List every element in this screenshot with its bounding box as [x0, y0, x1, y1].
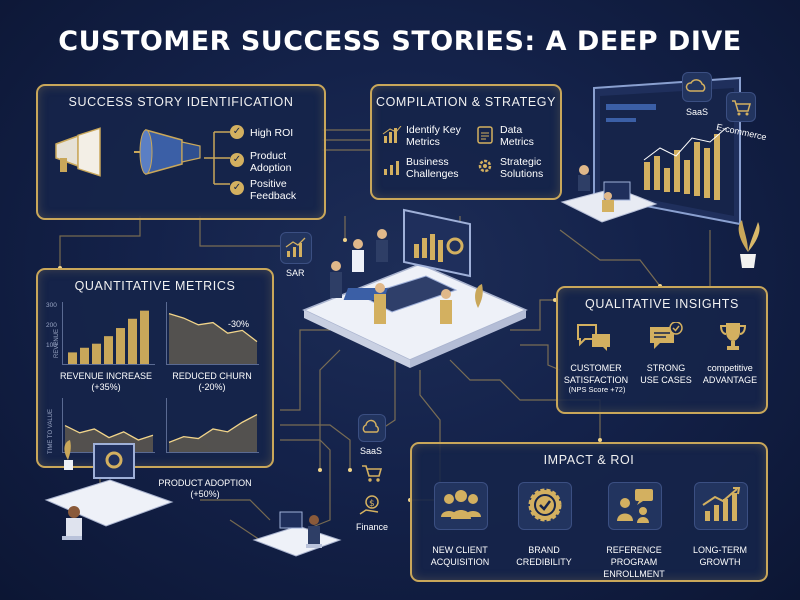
impact-tile-reference — [608, 482, 662, 530]
churn-annotation: -30% — [228, 319, 250, 329]
cloud-icon — [685, 79, 706, 92]
qual-nps-score: (NPS Score +72) — [568, 385, 626, 394]
identification-title: SUCCESS STORY IDENTIFICATION — [68, 95, 294, 109]
desk-worker-illustration — [44, 440, 174, 540]
megaphone-icon — [55, 127, 101, 177]
sar-label: SAR — [286, 268, 305, 278]
impact-tile-growth — [694, 482, 748, 530]
area-fill — [169, 414, 257, 452]
compilation-panel: COMPILATION & STRATEGY Identify Key Metr… — [370, 84, 562, 200]
svg-text:$: $ — [369, 499, 375, 509]
qual-strong-use-cases: STRONG USE CASES — [640, 363, 692, 385]
impact-panel: IMPACT & ROI NEW CLIENT ACQUISITION BRAN… — [410, 442, 768, 582]
series-line — [168, 312, 258, 343]
bar — [68, 352, 77, 364]
industry-saas-tile — [358, 414, 386, 442]
industry-finance-label: Finance — [356, 522, 389, 532]
money-hand-icon: $ — [359, 495, 379, 515]
impact-new-client: NEW CLIENT ACQUISITION — [430, 545, 490, 567]
product-adoption-label: PRODUCT ADOPTION — [158, 478, 252, 488]
qualitative-title: QUALITATIVE INSIGHTS — [585, 297, 739, 311]
churn-chart — [166, 302, 259, 365]
desk-worker-illustration — [560, 165, 658, 223]
churn-sub: (-20%) — [198, 382, 226, 392]
industry-saas-label: SaaS — [360, 446, 383, 456]
comp-item-key-metrics: Identify Key Metrics — [406, 124, 461, 148]
quantitative-panel: QUANTITATIVE METRICS 300 200 100 REVENUE… — [36, 268, 274, 468]
area-fill — [169, 313, 257, 364]
qual-customer-satisfaction: CUSTOMER SATISFACTION — [563, 363, 629, 385]
check-icon: ✓ — [230, 125, 244, 139]
bar — [80, 347, 89, 364]
trend-chart-icon — [384, 161, 399, 175]
adoption-area — [168, 413, 258, 452]
id-item-product-adoption: Product Adoption — [250, 150, 292, 174]
check-icon: ✓ — [230, 153, 244, 167]
churn-area — [168, 312, 258, 364]
saas-cloud-tile — [682, 72, 712, 102]
speech-bubbles-icon — [577, 324, 610, 351]
adoption-chart — [166, 398, 259, 453]
impact-tile-brand — [518, 482, 572, 530]
trophy-icon — [719, 323, 747, 350]
qual-competitive-advantage: competitive ADVANTAGE — [702, 363, 758, 385]
sar-tile — [280, 232, 312, 264]
comp-item-business-challenges: Business Challenges — [406, 156, 459, 180]
revenue-tick-200: 200 — [46, 322, 57, 329]
impact-brand-credibility: BRAND CREDIBILITY — [516, 545, 572, 567]
comp-item-strategic-solutions: Strategic Solutions — [500, 156, 544, 180]
people-icon — [441, 490, 481, 519]
revenue-label: REVENUE INCREASE — [59, 371, 153, 381]
compilation-title: COMPILATION & STRATEGY — [375, 95, 557, 109]
page-title: CUSTOMER SUCCESS STORIES: A DEEP DIVE — [58, 26, 742, 57]
series-line — [64, 425, 154, 441]
branch-lines — [204, 131, 230, 185]
impact-reference-program: REFERENCE PROGRAM ENROLLMENT — [603, 545, 665, 579]
id-item-high-roi: High ROI — [250, 127, 294, 139]
revenue-bars — [68, 310, 149, 364]
impact-tile-new-client — [434, 482, 488, 530]
clipboard-icon — [477, 126, 493, 144]
plant-icon — [738, 220, 760, 268]
bar — [116, 328, 125, 364]
bar — [104, 336, 113, 364]
revenue-tick-100: 100 — [46, 342, 57, 349]
cart-icon — [732, 100, 751, 116]
comp-item-data-metrics: Data Metrics — [500, 124, 534, 148]
revenue-chart — [62, 302, 155, 365]
impact-title: IMPACT & ROI — [543, 453, 635, 467]
ecommerce-cart-tile — [726, 92, 756, 122]
bar — [128, 318, 137, 364]
revenue-sub: (+35%) — [91, 382, 121, 392]
growth-chart-icon — [702, 487, 741, 521]
churn-label: REDUCED CHURN — [172, 371, 252, 381]
central-platform-illustration — [302, 208, 528, 368]
cart-icon — [362, 465, 383, 482]
quantitative-title: QUANTITATIVE METRICS — [74, 279, 236, 293]
id-item-positive-feedback: Positive Feedback — [250, 178, 297, 202]
identification-panel: SUCCESS STORY IDENTIFICATION ✓ High ROI … — [36, 84, 326, 220]
top-saas-label: SaaS — [686, 107, 709, 117]
laptop-worker-illustration — [252, 511, 342, 557]
check-icon: ✓ — [230, 181, 244, 195]
growth-chart-icon — [285, 237, 306, 257]
cloud-icon — [362, 419, 379, 433]
bar — [140, 310, 149, 364]
badge-check-icon — [528, 488, 562, 522]
presenter-icon — [617, 489, 653, 523]
bar-chart-icon — [382, 126, 402, 143]
funnel-icon — [134, 129, 201, 175]
revenue-tick-300: 300 — [46, 302, 57, 309]
qualitative-panel: QUALITATIVE INSIGHTS CUSTOMER SATISFACTI… — [556, 286, 768, 414]
series-line — [168, 413, 258, 444]
gear-icon — [478, 159, 492, 173]
revenue-axis-label: REVENUE — [54, 328, 60, 358]
bar — [92, 343, 101, 364]
impact-long-term-growth: LONG-TERM GROWTH — [693, 545, 747, 567]
product-adoption-sub: (+50%) — [190, 489, 220, 499]
chat-check-icon — [650, 322, 683, 349]
